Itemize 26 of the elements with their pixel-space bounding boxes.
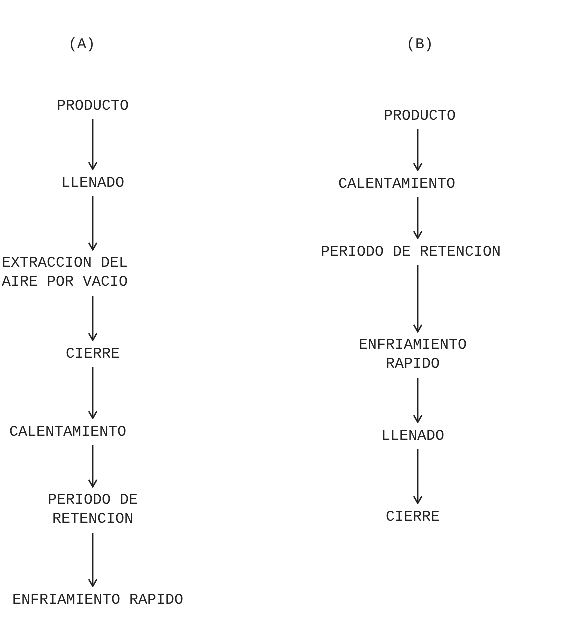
process-step: CALENTAMIENTO (3, 422, 133, 442)
arrow (88, 446, 98, 488)
arrow (88, 120, 98, 170)
process-step: LLENADO (363, 426, 463, 446)
process-step: CIERRE (363, 508, 463, 526)
arrow (413, 198, 423, 240)
arrow (413, 266, 423, 333)
process-step: EXTRACCION DEL AIRE POR VACIO (0, 254, 132, 292)
panel-label: (B) (406, 36, 434, 54)
process-step: LLENADO (43, 174, 143, 192)
panel-label: (A) (68, 36, 96, 54)
arrow (413, 378, 423, 424)
arrow (413, 450, 423, 504)
process-step: ENFRIAMIENTO RAPIDO (353, 336, 473, 374)
process-step: PRODUCTO (370, 106, 470, 126)
process-step: ENFRIAMIENTO RAPIDO (3, 590, 193, 610)
process-step: PERIODO DE RETENCION (43, 491, 143, 529)
process-step: PERIODO DE RETENCION (316, 242, 506, 262)
arrow (88, 196, 98, 251)
process-step: CIERRE (43, 344, 143, 364)
arrow (413, 130, 423, 172)
process-step: CALENTAMIENTO (332, 174, 462, 194)
process-step: PRODUCTO (33, 96, 153, 116)
arrow (88, 533, 98, 588)
arrow (88, 296, 98, 342)
arrow (88, 368, 98, 420)
